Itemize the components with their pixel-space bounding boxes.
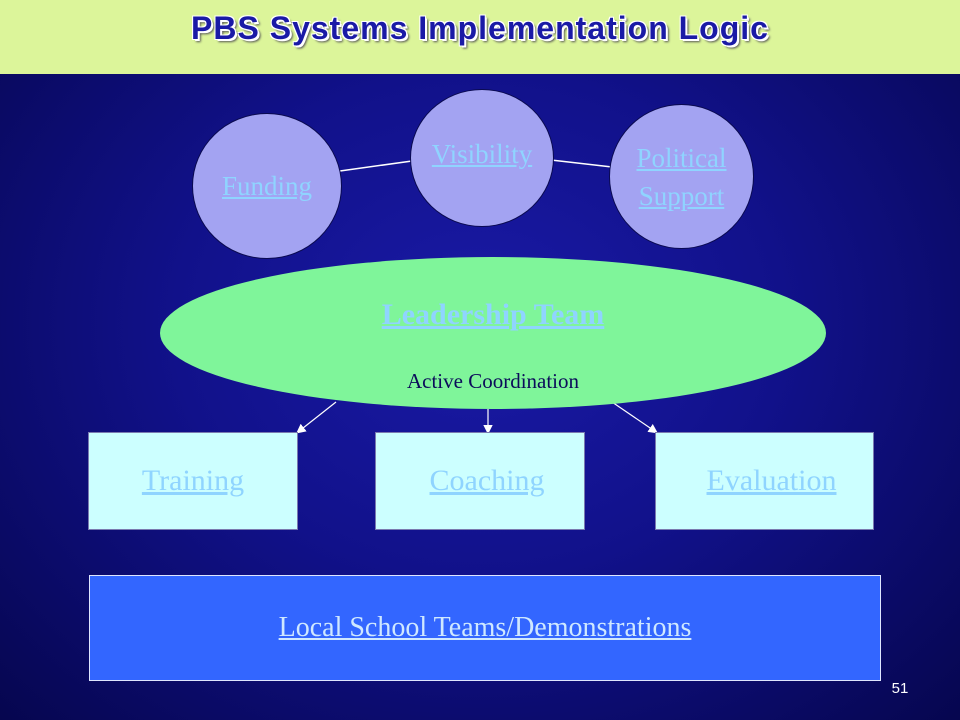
leadership-team-ellipse[interactable] (160, 257, 826, 409)
page-number: 51 (891, 680, 909, 697)
political-line: Political (636, 142, 727, 173)
leadership-team-link[interactable]: Leadership Team (381, 298, 605, 331)
slide-title: PBS Systems Implementation Logic (191, 10, 769, 46)
evaluation-box[interactable]: Evaluation (655, 432, 874, 530)
training-link[interactable]: Training (141, 464, 245, 497)
connector-visibility-political (550, 159, 613, 168)
training-box[interactable]: Training (88, 432, 298, 530)
coaching-box[interactable]: Coaching (375, 432, 585, 530)
political-support-link[interactable]: Political Support (637, 139, 727, 215)
evaluation-link[interactable]: Evaluation (706, 464, 837, 497)
arrow-to-evaluation (611, 401, 658, 434)
arrow-to-training (296, 401, 337, 434)
coaching-link[interactable]: Coaching (429, 464, 545, 497)
visibility-circle[interactable]: Visibility (410, 89, 554, 227)
visibility-link[interactable]: Visibility (431, 139, 533, 169)
funding-link[interactable]: Funding (221, 171, 313, 201)
connector-funding-visibility (339, 160, 413, 172)
local-school-teams-link[interactable]: Local School Teams/Demonstrations (278, 612, 692, 643)
active-coordination-label: Active Coordination (406, 369, 580, 393)
political-support-circle[interactable]: Political Support (609, 104, 754, 249)
funding-circle[interactable]: Funding (192, 113, 342, 259)
local-school-teams-box[interactable]: Local School Teams/Demonstrations (89, 575, 881, 681)
support-line: Support (638, 180, 725, 211)
title-bar (0, 0, 960, 74)
